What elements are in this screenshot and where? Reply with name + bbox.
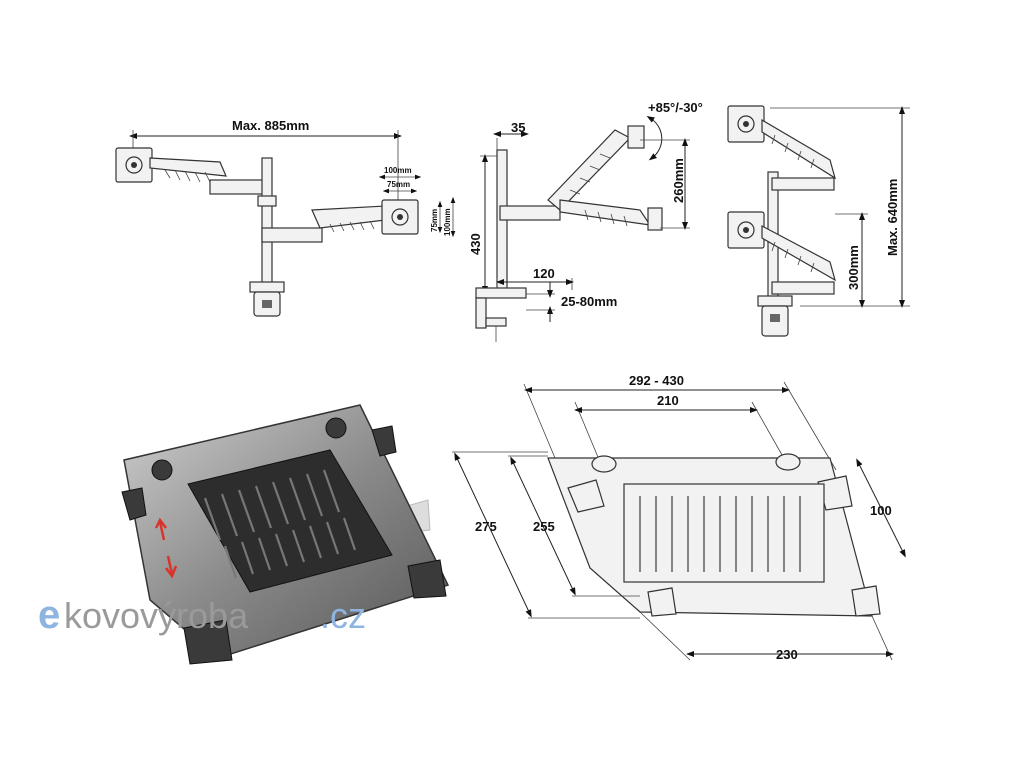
logo-prefix: e xyxy=(38,593,60,637)
hook-front-left xyxy=(183,619,233,665)
h430-label: 430 xyxy=(468,233,483,255)
gas-arm-lower xyxy=(559,199,652,226)
arm-segment-left xyxy=(209,179,271,195)
h300-label: 300mm xyxy=(846,245,861,290)
w292-430-label: 292 - 430 xyxy=(629,373,684,388)
max-885-label: Max. 885mm xyxy=(232,118,309,133)
hook-left xyxy=(121,487,147,521)
hook-front-right xyxy=(407,559,447,599)
tilt-head xyxy=(627,125,645,149)
d255-label: 255 xyxy=(533,519,555,534)
clamp-top-side xyxy=(475,287,527,299)
adjust-arrow-down xyxy=(165,555,178,579)
tray-vent-outline xyxy=(623,483,825,583)
rubber-pad-left xyxy=(151,459,173,481)
d120-label: 120 xyxy=(533,266,555,281)
arm-segment-right xyxy=(261,227,323,243)
stacked-arm-drawing: Max. 640mm 300mm xyxy=(727,105,910,337)
gas-arm-bottom xyxy=(761,225,836,282)
vent-slots-outline xyxy=(639,496,801,572)
w230-label: 230 xyxy=(776,647,798,662)
gas-arm-upper xyxy=(547,129,631,211)
vesa-100-label: 100mm xyxy=(384,166,412,175)
w210-label: 210 xyxy=(657,393,679,408)
laptop-tray-photo xyxy=(121,404,450,665)
dual-arm-drawing: Max. 885mm 100mm 75mm 75mm 100mm xyxy=(115,118,456,317)
tilt-label: +85°/-30° xyxy=(648,100,703,115)
vesa-75-label: 75mm xyxy=(387,180,410,189)
max-640-label: Max. 640mm xyxy=(885,179,900,256)
rubber-pad-right xyxy=(325,417,347,439)
vent-slots xyxy=(203,469,357,579)
d100-label: 100 xyxy=(870,503,892,518)
hook-right xyxy=(371,425,397,457)
tray-line-drawing: 292 - 430 210 275 255 xyxy=(452,373,906,662)
gas-arm-left xyxy=(149,157,227,177)
gas-arm-top xyxy=(761,118,836,180)
logo: e kovovýroba .cz xyxy=(38,593,366,637)
vesa-100-v-label: 100mm xyxy=(443,208,452,236)
vesa-75-v-label: 75mm xyxy=(430,209,439,232)
d35-label: 35 xyxy=(511,120,525,135)
d275-label: 275 xyxy=(475,519,497,534)
logo-suffix: .cz xyxy=(320,595,366,636)
logo-main: kovovýroba xyxy=(64,595,249,636)
gas-arm-right xyxy=(311,205,386,229)
adjust-arrow-up xyxy=(154,517,167,541)
pole xyxy=(261,157,273,289)
h260-label: 260mm xyxy=(671,158,686,203)
clamp-top xyxy=(249,281,285,293)
side-view-drawing: 35 430 +85°/-30° 260mm 120 xyxy=(468,100,703,342)
clamp-label: 25-80mm xyxy=(561,294,617,309)
